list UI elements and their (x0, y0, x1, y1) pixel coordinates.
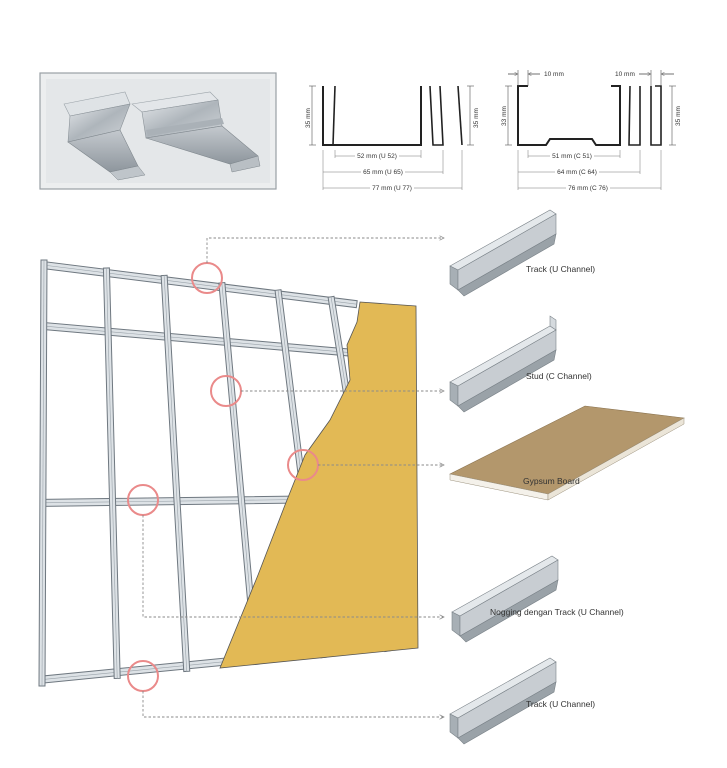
u-width-77-dim: 77 mm (U 77) (372, 185, 412, 192)
u-channel-photo (63, 91, 146, 181)
marker-bottom-track (127, 660, 159, 692)
stud-c-channel-icon (449, 315, 557, 413)
c-height-left-dim: 33 mm (501, 106, 508, 126)
u-profile-drawing: 35 mm 35 mm 52 mm (U 52) 65 mm (U 65) 77… (305, 85, 480, 192)
gypsum-board-icon (449, 405, 685, 501)
u-width-65-dim: 65 mm (U 65) (363, 169, 403, 176)
u-height-left-dim: 35 mm (305, 108, 312, 128)
c-lip-left-dim: 10 mm (544, 71, 564, 78)
profile-photo (39, 72, 277, 190)
stud-1-edge (41, 259, 45, 687)
label-gypsum-board: Gypsum Board (523, 476, 580, 486)
upper-nogging-edge (43, 325, 366, 355)
label-track-top: Track (U Channel) (526, 264, 595, 274)
u-width-52-dim: 52 mm (U 52) (357, 153, 397, 160)
c-height-right-dim: 35 mm (675, 106, 682, 126)
label-stud: Stud (C Channel) (526, 371, 592, 381)
c-width-51-dim: 51 mm (C 51) (552, 153, 592, 160)
top-track-edge (43, 264, 357, 305)
nogging-u-channel-icon (451, 555, 559, 643)
c-profile-drawing: 10 mm 10 mm 33 mm 35 mm 51 mm (C 51) 64 … (501, 70, 682, 192)
stud-3-edge (163, 275, 188, 672)
leader-lines (142, 238, 444, 717)
label-track-bottom: Track (U Channel) (526, 699, 595, 709)
u-height-right-dim: 35 mm (473, 108, 480, 128)
c-width-64-dim: 64 mm (C 64) (557, 169, 597, 176)
stud-2-edge (106, 267, 118, 679)
track-u-channel-icon-bottom (449, 657, 557, 745)
c-channel-photo (131, 91, 261, 173)
gypsum-board-panel (219, 301, 419, 669)
label-nogging: Nogging dengan Track (U Channel) (490, 607, 624, 617)
marker-stud (210, 375, 242, 407)
track-u-channel-icon (449, 209, 557, 297)
c-width-76-dim: 76 mm (C 76) (568, 185, 608, 192)
c-lip-right-dim: 10 mm (615, 71, 635, 78)
